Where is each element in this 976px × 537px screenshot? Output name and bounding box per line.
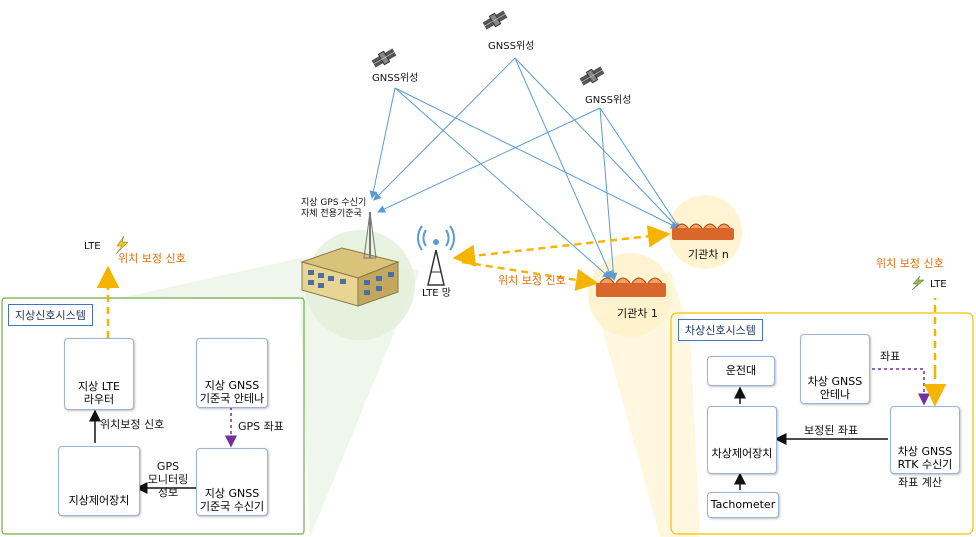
router-label-line2: 라우터 xyxy=(83,393,115,406)
ground-antenna-label-line1: 지상 GNSS xyxy=(204,379,260,392)
arrow-monitor-line3: 정보 xyxy=(157,486,179,499)
vehicle-antenna-label-line2: 안테나 xyxy=(819,388,851,401)
arrow-monitor-label: GPS 모니터링 정보 xyxy=(146,460,190,499)
station-building-icon xyxy=(300,211,400,307)
ground-controller-box: 지상제어장치 xyxy=(58,446,140,516)
arrow-monitor-line1: GPS xyxy=(156,460,180,473)
train-n-icon xyxy=(672,223,734,240)
lte-left-label: LTE xyxy=(84,241,101,252)
satellite-label: GNSS위성 xyxy=(585,95,632,106)
right-signal-label: 위치 보정 신호 xyxy=(876,257,944,270)
center-signal-label: 위치 보정 신호 xyxy=(498,274,566,287)
vehicle-antenna-label-line1: 차상 GNSS xyxy=(807,375,863,388)
vehicle-antenna-box: 차상 GNSS 안테나 xyxy=(800,334,870,404)
vehicle-system-panel xyxy=(670,312,974,535)
vehicle-antenna-label: 차상 GNSS 안테나 xyxy=(801,375,869,401)
ground-system-panel xyxy=(1,297,305,535)
arrow-corrected-label: 보정된 좌표 xyxy=(804,424,859,437)
tachometer-box: Tachometer xyxy=(707,492,779,518)
ground-antenna-label: 지상 GNSS 기준국 안테나 xyxy=(197,379,267,405)
ground-antenna-label-line2: 기준국 안테나 xyxy=(199,392,265,405)
router-box: 지상 LTE 라우터 xyxy=(64,338,134,410)
driver-console-box: 운전대 xyxy=(707,356,775,386)
ground-antenna-box: 지상 GNSS 기준국 안테나 xyxy=(196,338,268,408)
vehicle-receiver-label-line2: RTK 수신기 xyxy=(897,458,953,471)
arrow-coord-label: 좌표 xyxy=(880,350,901,363)
ground-station-label-line2: 자체 전용기준국 xyxy=(301,209,362,219)
tachometer-label: Tachometer xyxy=(710,498,776,511)
ground-station-label-line1: 지상 GPS 수신기 xyxy=(301,198,367,208)
satellite-icon xyxy=(579,66,605,86)
vehicle-system-title: 차상신호시스템 xyxy=(678,319,763,341)
train-n-label: 기관차 n xyxy=(688,248,729,261)
lightning-icon xyxy=(911,275,925,291)
vehicle-receiver-label: 차상 GNSS RTK 수신기 xyxy=(891,445,959,471)
router-label-line1: 지상 LTE xyxy=(77,380,121,393)
arrow-router-label: 위치보정 신호 xyxy=(100,418,165,431)
vehicle-controller-label: 차상제어장치 xyxy=(711,447,773,460)
left-signal-label: 위치 보정 신호 xyxy=(118,252,186,265)
satellite-label: GNSS위성 xyxy=(488,41,535,52)
satellite-icon xyxy=(482,10,508,30)
arrow-monitor-line2: 모니터링 xyxy=(147,473,189,486)
ground-receiver-label-line1: 지상 GNSS xyxy=(204,487,260,500)
calc-label: 좌표 계산 xyxy=(898,476,942,489)
vehicle-controller-box: 차상제어장치 xyxy=(707,406,777,474)
vehicle-cone xyxy=(600,270,700,537)
ground-station-label: 지상 GPS 수신기 자체 전용기준국 xyxy=(301,198,366,220)
driver-console-label: 운전대 xyxy=(725,364,757,377)
lte-network-label: LTE 망 xyxy=(422,288,451,299)
train-1-label: 기관차 1 xyxy=(617,307,658,320)
ground-system-title: 지상신호시스템 xyxy=(8,304,93,326)
arrow-gps-label: GPS 좌표 xyxy=(238,420,284,433)
lte-tower-icon xyxy=(417,225,455,286)
lte-right-label: LTE xyxy=(930,279,947,290)
ground-receiver-label: 지상 GNSS 기준국 수신기 xyxy=(197,487,267,513)
ground-controller-label: 지상제어장치 xyxy=(68,494,130,507)
ground-receiver-label-line2: 기준국 수신기 xyxy=(199,500,265,513)
satellite-label: GNSS위성 xyxy=(372,73,419,84)
vehicle-receiver-label-line1: 차상 GNSS xyxy=(897,445,953,458)
vehicle-receiver-box: 차상 GNSS RTK 수신기 xyxy=(890,406,960,474)
train-1-icon xyxy=(596,277,666,297)
lightning-icon xyxy=(115,235,129,255)
ground-receiver-box: 지상 GNSS 기준국 수신기 xyxy=(196,448,268,516)
router-label: 지상 LTE 라우터 xyxy=(65,380,133,406)
satellite-icon xyxy=(371,48,397,68)
